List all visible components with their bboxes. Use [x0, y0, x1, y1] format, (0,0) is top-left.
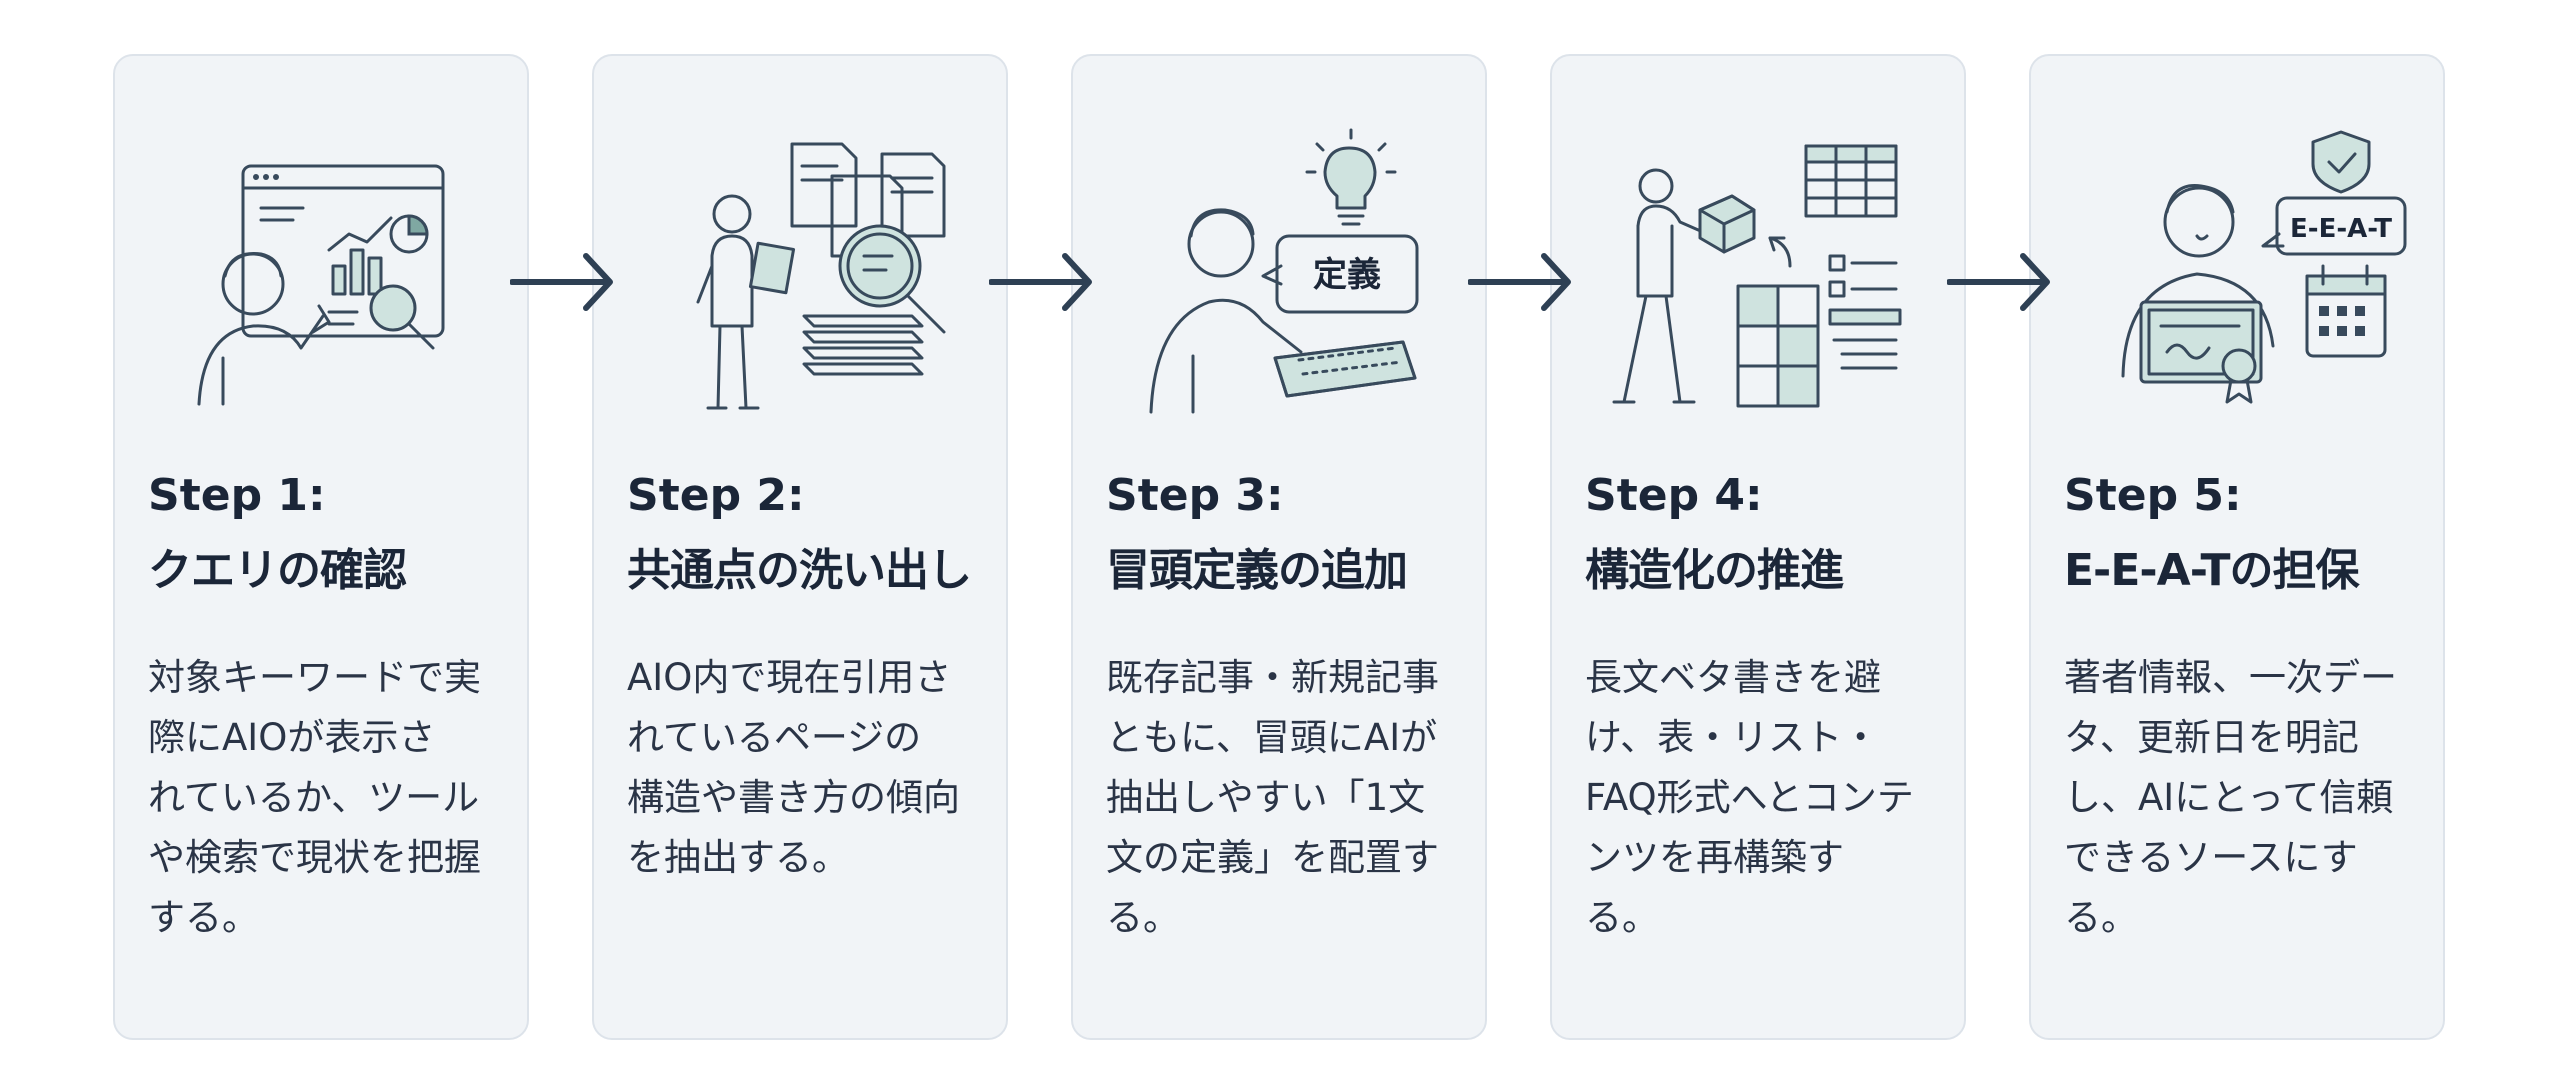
arrow-right-icon: [510, 250, 616, 314]
description-line: AIO内で現在引用さ: [627, 656, 952, 699]
description-line: 対象キーワードで実: [148, 656, 481, 699]
description-line: する。: [148, 896, 259, 939]
analytics-dashboard-magnifier-icon: [153, 126, 493, 426]
description-line: 著者情報、一次デー: [2064, 656, 2397, 699]
step-card-1: Step 1: クエリの確認 対象キーワードで実 際にAIOが表示さ れているか…: [113, 54, 529, 1040]
description-line: 際にAIOが表示さ: [148, 716, 436, 759]
description-line: 構造や書き方の傾向: [627, 776, 960, 819]
step-title: クエリの確認: [148, 545, 407, 596]
description-line: FAQ形式へとコンテ: [1585, 776, 1914, 819]
description-line: れているページの: [627, 716, 922, 759]
step-number: Step 2:: [627, 470, 805, 521]
description-line: ともに、冒頭にAIが: [1106, 716, 1438, 759]
step-title: 共通点の洗い出し: [627, 545, 972, 596]
step-title: E-E-A-Tの担保: [2064, 545, 2359, 596]
definition-keyboard-lightbulb-icon: 定義: [1111, 126, 1451, 426]
step-card-3: 定義 Step 3: 冒頭定義の追加 既存記事・新規記事 ともに、冒頭にAIが …: [1071, 54, 1487, 1040]
step-description: 既存記事・新規記事 ともに、冒頭にAIが 抽出しやすい「1文 文の定義」を配置す…: [1106, 648, 1468, 948]
step-number: Step 5:: [2064, 470, 2242, 521]
description-line: や検索で現状を把握: [148, 836, 481, 879]
description-line: 長文ベタ書きを避: [1585, 656, 1881, 699]
description-line: る。: [2064, 896, 2138, 939]
step-description: 著者情報、一次デー タ、更新日を明記 し、AIにとって信頼 できるソースにす る…: [2064, 648, 2426, 948]
description-line: れているか、ツール: [148, 776, 480, 819]
step-description: AIO内で現在引用さ れているページの 構造や書き方の傾向 を抽出する。: [627, 648, 989, 888]
documents-magnifier-icon: [632, 126, 972, 426]
description-line: し、AIにとって信頼: [2064, 776, 2394, 819]
trust-certificate-shield-icon: E-E-A-T: [2069, 126, 2409, 426]
description-line: る。: [1585, 896, 1659, 939]
description-line: 文の定義」を配置す: [1106, 836, 1439, 879]
description-line: 既存記事・新規記事: [1106, 656, 1439, 699]
step-title: 冒頭定義の追加: [1106, 545, 1408, 596]
definition-label: 定義: [1313, 255, 1381, 295]
step-description: 対象キーワードで実 際にAIOが表示さ れているか、ツール や検索で現状を把握 …: [148, 648, 510, 948]
step-number: Step 3:: [1106, 470, 1284, 521]
description-line: ンツを再構築す: [1585, 836, 1844, 879]
step-title: 構造化の推進: [1585, 545, 1844, 596]
description-line: タ、更新日を明記: [2064, 716, 2359, 759]
step-card-4: Step 4: 構造化の推進 長文ベタ書きを避 け、表・リスト・ FAQ形式へと…: [1550, 54, 1966, 1040]
description-line: できるソースにす: [2064, 836, 2358, 879]
step-number: Step 4:: [1585, 470, 1763, 521]
step-description: 長文ベタ書きを避 け、表・リスト・ FAQ形式へとコンテ ンツを再構築す る。: [1585, 648, 1947, 948]
description-line: け、表・リスト・: [1585, 716, 1880, 759]
description-line: を抽出する。: [627, 836, 849, 879]
step-card-2: Step 2: 共通点の洗い出し AIO内で現在引用さ れているページの 構造や…: [592, 54, 1008, 1040]
eeat-label: E-E-A-T: [2290, 214, 2392, 244]
arrow-right-icon: [1468, 250, 1574, 314]
arrow-right-icon: [989, 250, 1095, 314]
description-line: る。: [1106, 896, 1180, 939]
description-line: 抽出しやすい「1文: [1106, 776, 1426, 819]
structure-puzzle-table-icon: [1590, 126, 1930, 426]
step-number: Step 1:: [148, 470, 326, 521]
step-card-5: E-E-A-T: [2029, 54, 2445, 1040]
arrow-right-icon: [1947, 250, 2053, 314]
